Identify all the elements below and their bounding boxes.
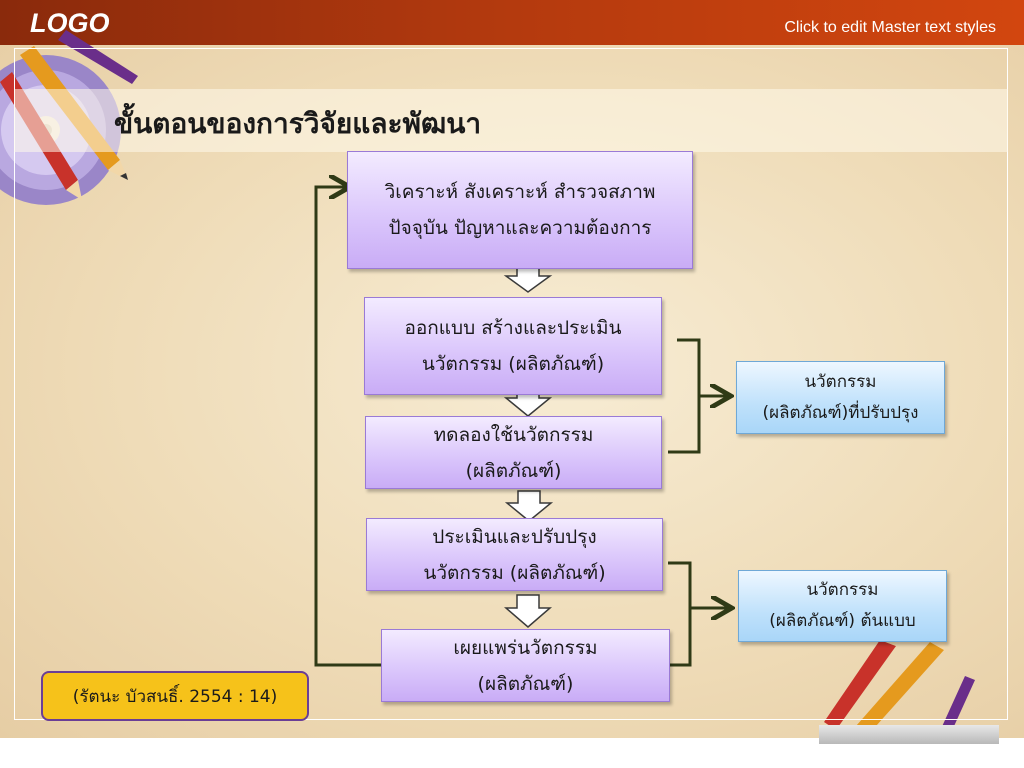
step-line: นวัตกรรม (ผลิตภัณฑ์) bbox=[423, 561, 606, 584]
step-trial: ทดลองใช้นวัตกรรม (ผลิตภัณฑ์) bbox=[365, 416, 662, 489]
step-line: นวัตกรรม (ผลิตภัณฑ์) bbox=[421, 353, 605, 375]
title-band bbox=[14, 89, 1008, 152]
feedback-loop-connector bbox=[314, 187, 381, 667]
bracket-lower bbox=[668, 561, 692, 667]
output-line: (ผลิตภัณฑ์) ต้นแบบ bbox=[769, 611, 916, 631]
master-text-placeholder[interactable]: Click to edit Master text styles bbox=[784, 19, 996, 36]
step-disseminate: เผยแพร่นวัตกรรม (ผลิตภัณฑ์) bbox=[381, 629, 670, 702]
down-arrow-icon bbox=[504, 490, 554, 522]
bracket-upper bbox=[668, 338, 701, 454]
step-line: ประเมินและปรับปรุง bbox=[432, 525, 597, 548]
step-line: ออกแบบ สร้างและประเมิน bbox=[404, 317, 622, 339]
citation-box: (รัตนะ บัวสนธิ์. 2554 : 14) bbox=[41, 671, 309, 721]
step-line: (ผลิตภัณฑ์) bbox=[477, 672, 574, 695]
down-arrow-icon bbox=[503, 594, 553, 628]
footer-strip bbox=[819, 725, 999, 744]
down-arrow-icon bbox=[503, 265, 553, 293]
output-line: นวัตกรรม bbox=[806, 580, 879, 600]
output-line: (ผลิตภัณฑ์)ที่ปรับปรุง bbox=[762, 402, 919, 423]
step-line: วิเคราะห์ สังเคราะห์ สำรวจสภาพ bbox=[384, 181, 656, 203]
slide-title: ขั้นตอนของการวิจัยและพัฒนา bbox=[114, 107, 482, 140]
step-analyze: วิเคราะห์ สังเคราะห์ สำรวจสภาพ ปัจจุบัน … bbox=[347, 151, 693, 269]
connector-layer bbox=[314, 0, 1024, 667]
step-line: ปัจจุบัน ปัญหาและความต้องการ bbox=[388, 217, 652, 239]
output-line: นวัตกรรม bbox=[804, 371, 877, 392]
step-design: ออกแบบ สร้างและประเมิน นวัตกรรม (ผลิตภัณ… bbox=[364, 297, 662, 395]
slide-canvas: LOGO Click to edit Master text styles bbox=[0, 0, 1024, 738]
header-bar: LOGO Click to edit Master text styles bbox=[0, 0, 1024, 45]
step-evaluate: ประเมินและปรับปรุง นวัตกรรม (ผลิตภัณฑ์) bbox=[366, 518, 663, 591]
step-line: เผยแพร่นวัตกรรม bbox=[453, 636, 598, 659]
content-frame bbox=[14, 48, 1008, 720]
output-improved-innovation: นวัตกรรม (ผลิตภัณฑ์)ที่ปรับปรุง bbox=[736, 361, 945, 434]
step-line: (ผลิตภัณฑ์) bbox=[465, 459, 562, 482]
output-prototype-innovation: นวัตกรรม (ผลิตภัณฑ์) ต้นแบบ bbox=[738, 570, 947, 642]
step-line: ทดลองใช้นวัตกรรม bbox=[433, 423, 594, 446]
